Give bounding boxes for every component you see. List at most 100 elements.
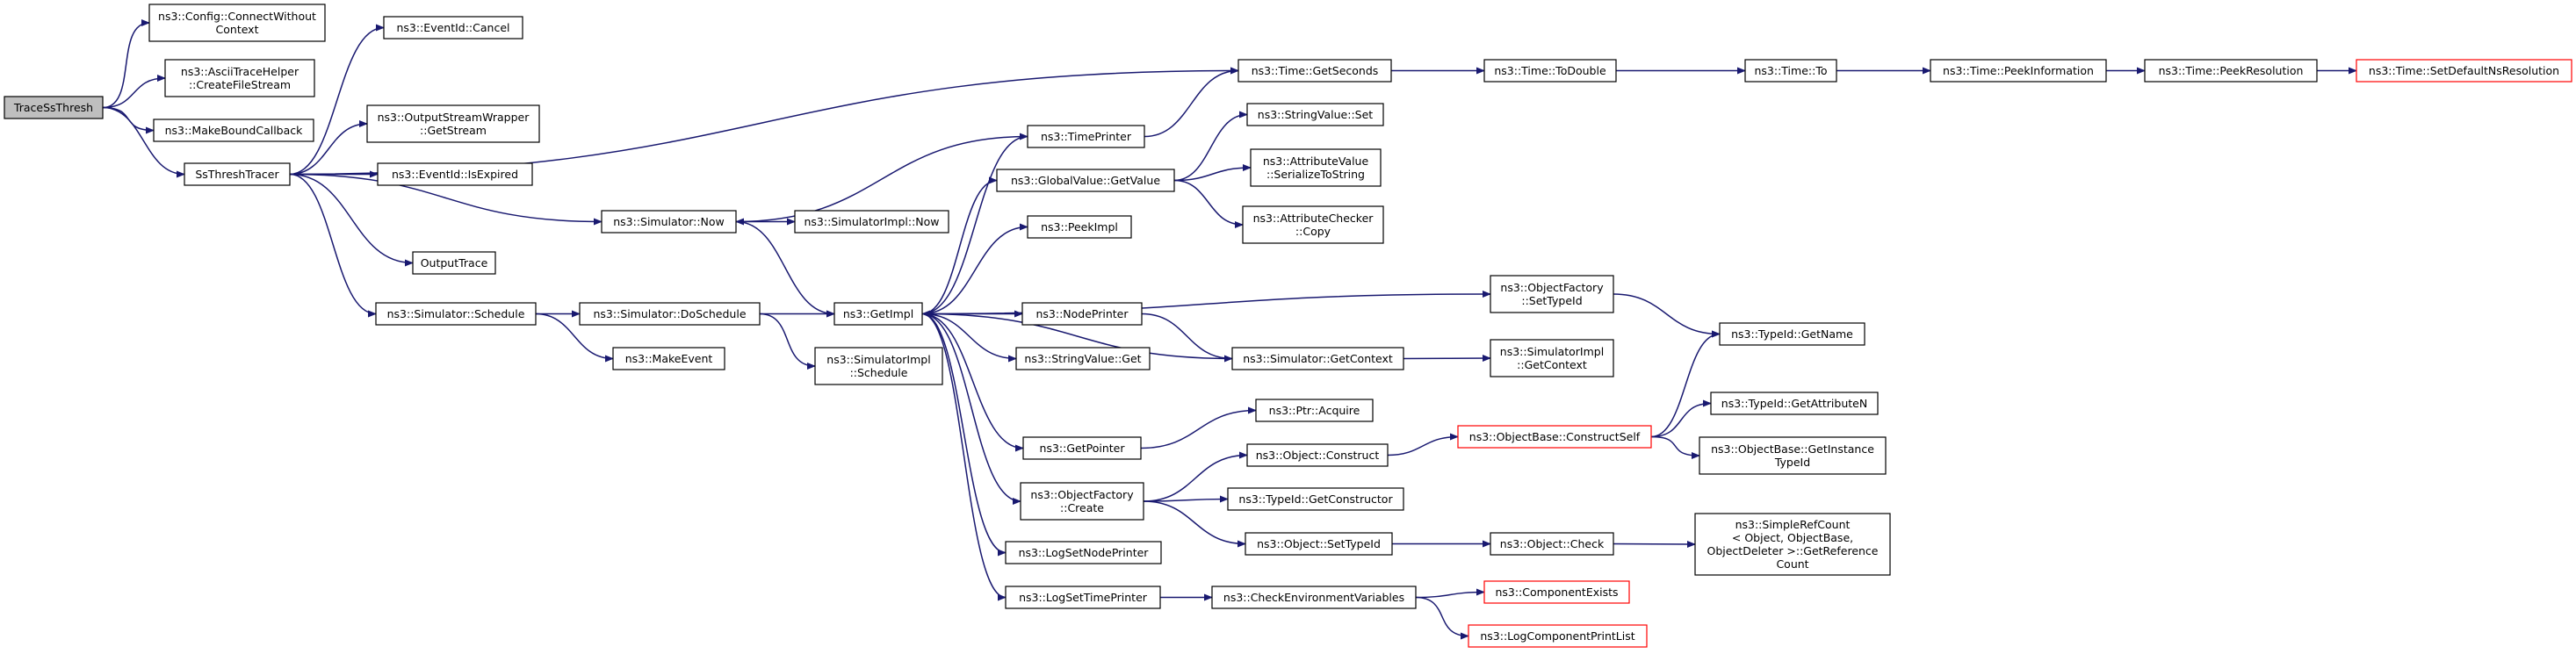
node-outputstreamwrapper[interactable]: ns3::OutputStreamWrapper::GetStream	[366, 104, 540, 143]
node-label-line: ns3::Simulator::Now	[613, 215, 725, 228]
node-label-line: ns3::SimulatorImpl::Now	[804, 215, 939, 228]
node-label-line: ns3::StringValue::Set	[1258, 108, 1373, 121]
node-time-peekresolution[interactable]: ns3::Time::PeekResolution	[2144, 59, 2318, 83]
node-box	[2356, 59, 2572, 83]
node-logsetnodeprinter[interactable]: ns3::LogSetNodePrinter	[1005, 541, 1162, 564]
node-simulator-now[interactable]: ns3::Simulator::Now	[601, 210, 737, 234]
node-attributechecker[interactable]: ns3::AttributeChecker::Copy	[1242, 205, 1384, 244]
node-box	[1227, 487, 1404, 511]
edge-objectbase-constructself-to-objectbase-getinstancetypeid	[1650, 435, 1700, 459]
node-componentexists[interactable]: ns3::ComponentExists	[1483, 580, 1630, 604]
node-label-line: ::GetStream	[420, 124, 487, 137]
node-simulatorimpl-schedule[interactable]: ns3::SimulatorImpl::Schedule	[814, 347, 943, 385]
node-time-setdefaultnsresolution[interactable]: ns3::Time::SetDefaultNsResolution	[2356, 59, 2572, 83]
edge-getimpl-to-getpointer	[921, 313, 1024, 452]
node-box	[383, 16, 523, 40]
node-label-line: SsThreshTracer	[195, 168, 279, 181]
node-getpointer[interactable]: ns3::GetPointer	[1022, 436, 1142, 460]
node-time-getseconds[interactable]: ns3::Time::GetSeconds	[1237, 59, 1392, 83]
node-box	[377, 162, 533, 186]
node-label-line: ns3::OutputStreamWrapper	[378, 111, 530, 124]
node-ptr-acquire[interactable]: ns3::Ptr::Acquire	[1255, 399, 1374, 422]
node-label-line: ns3::Time::ToDouble	[1494, 64, 1606, 77]
node-object-check[interactable]: ns3::Object::Check	[1490, 532, 1614, 556]
edge-getimpl-to-peekimpl	[921, 223, 1028, 315]
node-simulator-schedule[interactable]: ns3::Simulator::Schedule	[375, 302, 537, 326]
node-time-todouble[interactable]: ns3::Time::ToDouble	[1483, 59, 1617, 83]
edge-ssthreshtracer-to-outputstreamwrapper	[289, 120, 368, 176]
node-attributevalue[interactable]: ns3::AttributeValue::SerializeToString	[1250, 148, 1382, 187]
node-box	[1027, 215, 1132, 239]
node-label-line: ObjectDeleter >::GetReference	[1707, 544, 1878, 557]
node-simplerefcount[interactable]: ns3::SimpleRefCount< Object, ObjectBase,…	[1694, 513, 1891, 576]
node-label-line: Count	[1776, 557, 1808, 571]
node-label-line: TraceSsThresh	[13, 101, 93, 114]
node-label-line: ns3::Config::ConnectWithout	[158, 10, 316, 23]
node-typeid-getconstructor[interactable]: ns3::TypeId::GetConstructor	[1227, 487, 1404, 511]
node-simulatorimpl-now[interactable]: ns3::SimulatorImpl::Now	[794, 210, 949, 234]
node-box	[4, 96, 104, 119]
node-label-line: ns3::LogSetNodePrinter	[1019, 546, 1150, 559]
node-box	[412, 251, 496, 275]
node-box	[1744, 59, 1837, 83]
node-label-line: ns3::GlobalValue::GetValue	[1011, 174, 1160, 187]
node-objectfactory-create[interactable]: ns3::ObjectFactory::Create	[1020, 482, 1144, 521]
node-label-line: ns3::PeekImpl	[1041, 220, 1118, 234]
node-time-peekinformation[interactable]: ns3::Time::PeekInformation	[1930, 59, 2107, 83]
node-makeboundcallback[interactable]: ns3::MakeBoundCallback	[153, 119, 314, 142]
edge-getimpl-to-objectfactory-settypeid	[921, 291, 1491, 315]
node-getimpl[interactable]: ns3::GetImpl	[833, 302, 923, 326]
node-box	[1027, 125, 1145, 148]
node-box	[1710, 392, 1879, 415]
node-simulator-getcontext[interactable]: ns3::Simulator::GetContext	[1231, 347, 1404, 370]
edge-checkenvironmentvariables-to-logcomponentprintlist	[1415, 596, 1469, 640]
node-box	[1237, 59, 1392, 83]
node-object-settypeid[interactable]: ns3::Object::SetTypeId	[1245, 532, 1393, 556]
node-objectfactory-settypeid[interactable]: ns3::ObjectFactory::SetTypeId	[1490, 275, 1614, 313]
node-logsettimeprinter[interactable]: ns3::LogSetTimePrinter	[1005, 586, 1161, 609]
nodes: TraceSsThresh ns3::Config::ConnectWithout…	[4, 4, 2572, 648]
node-timeprinter[interactable]: ns3::TimePrinter	[1027, 125, 1145, 148]
node-label-line: ns3::EventId::IsExpired	[392, 168, 518, 181]
node-checkenvironmentvariables[interactable]: ns3::CheckEnvironmentVariables	[1211, 586, 1417, 609]
node-eventid-isexpired[interactable]: ns3::EventId::IsExpired	[377, 162, 533, 186]
node-objectbase-constructself[interactable]: ns3::ObjectBase::ConstructSelf	[1457, 425, 1652, 449]
node-simulator-doschedule[interactable]: ns3::Simulator::DoSchedule	[579, 302, 761, 326]
node-simulatorimpl-getcontext[interactable]: ns3::SimulatorImpl::GetContext	[1490, 339, 1614, 377]
edge-getimpl-to-timeprinter	[921, 133, 1028, 315]
node-outputtrace[interactable]: OutputTrace	[412, 251, 496, 275]
node-box	[1246, 443, 1389, 467]
node-typeid-getattributen[interactable]: ns3::TypeId::GetAttributeN	[1710, 392, 1879, 415]
node-stringvalue-set[interactable]: ns3::StringValue::Set	[1246, 103, 1384, 126]
node-logcomponentprintlist[interactable]: ns3::LogComponentPrintList	[1468, 624, 1648, 648]
node-label-line: ::SetTypeId	[1521, 294, 1582, 307]
node-box	[579, 302, 761, 326]
edge-simulator-getcontext-to-simulatorimpl-getcontext	[1403, 355, 1491, 363]
node-box	[1490, 532, 1614, 556]
node-peekimpl[interactable]: ns3::PeekImpl	[1027, 215, 1132, 239]
node-box	[794, 210, 949, 234]
node-asciitracehelper[interactable]: ns3::AsciiTraceHelper::CreateFileStream	[164, 59, 315, 97]
node-box	[1005, 541, 1162, 564]
node-box	[1930, 59, 2107, 83]
node-object-construct[interactable]: ns3::Object::Construct	[1246, 443, 1389, 467]
node-typeid-getname[interactable]: ns3::TypeId::GetName	[1719, 322, 1865, 346]
node-box	[1015, 347, 1151, 370]
edge-objectfactory-create-to-object-settypeid	[1143, 500, 1246, 548]
node-stringvalue-get[interactable]: ns3::StringValue::Get	[1015, 347, 1151, 370]
edge-object-check-to-simplerefcount	[1613, 540, 1696, 548]
node-label-line: ns3::LogSetTimePrinter	[1019, 591, 1148, 604]
node-box	[1483, 580, 1630, 604]
edge-objectfactory-settypeid-to-typeid-getname	[1613, 293, 1721, 338]
node-time-to[interactable]: ns3::Time::To	[1744, 59, 1837, 83]
node-eventid-cancel[interactable]: ns3::EventId::Cancel	[383, 16, 523, 40]
edge-objectbase-constructself-to-typeid-getname	[1650, 330, 1721, 438]
node-nodeprinter[interactable]: ns3::NodePrinter	[1021, 302, 1143, 326]
node-globalvalue-getvalue[interactable]: ns3::GlobalValue::GetValue	[996, 169, 1175, 192]
node-box	[184, 162, 291, 186]
node-box	[1719, 322, 1865, 346]
node-makeevent[interactable]: ns3::MakeEvent	[612, 347, 725, 370]
node-ssthreshtracer[interactable]: SsThreshTracer	[184, 162, 291, 186]
